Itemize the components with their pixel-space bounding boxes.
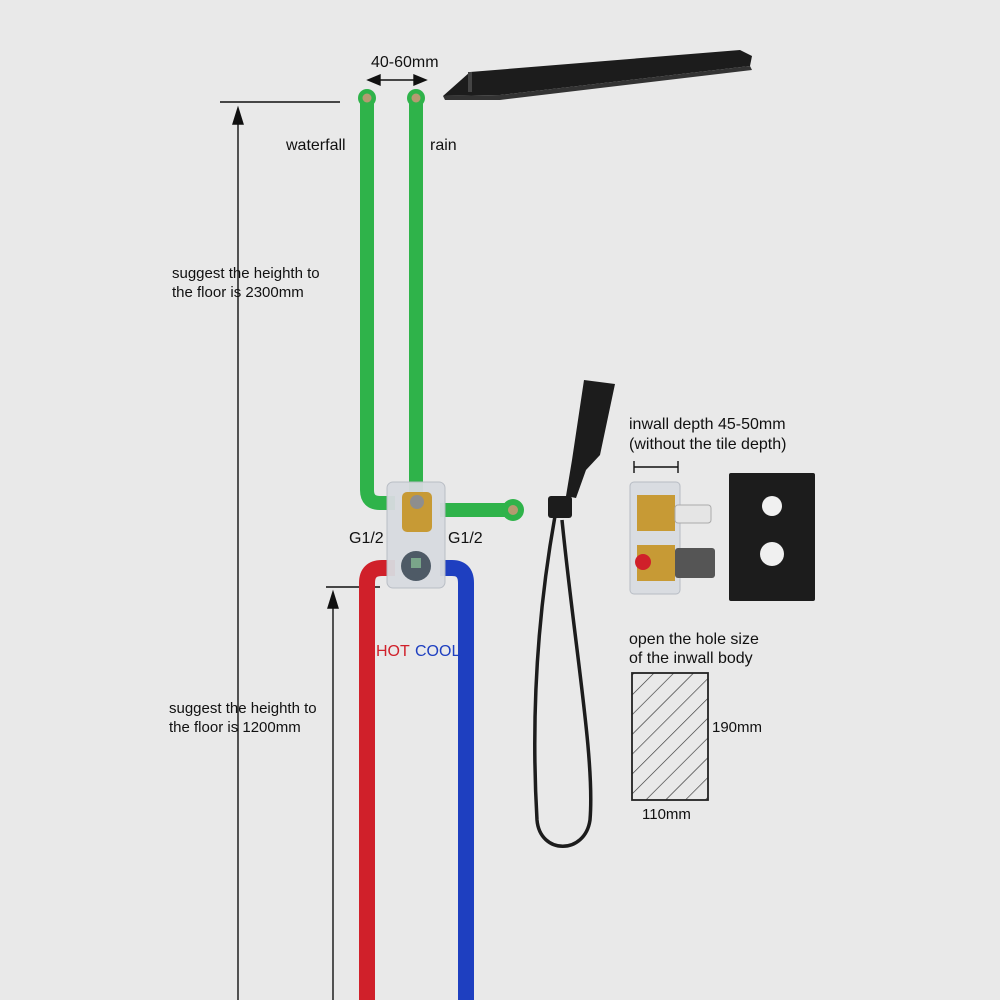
hole-height-label: 190mm	[712, 719, 763, 736]
waterfall-label: waterfall	[286, 137, 346, 154]
rain-label: rain	[430, 137, 457, 154]
spacing-label: 40-60mm	[371, 54, 439, 71]
height-1200-label-line2: the floor is 1200mm	[169, 719, 301, 736]
depth-dimension	[633, 461, 679, 473]
height-1200-label-line1: suggest the heighth to	[169, 700, 317, 717]
height-2300-dimension	[220, 101, 340, 1000]
control-plate	[729, 473, 815, 601]
hot-label: HOT	[376, 643, 410, 660]
rain-shower-head	[443, 50, 752, 100]
inwall-depth-label-line1: inwall depth 45-50mm	[629, 416, 786, 433]
cool-pipe	[440, 560, 474, 1000]
height-2300-label-line2: the floor is 2300mm	[172, 284, 304, 301]
hand-shower	[532, 380, 615, 848]
inwall-valve-body	[386, 481, 446, 589]
hole-width-label: 110mm	[642, 806, 691, 823]
green-pipes	[360, 100, 512, 517]
hole-size-label-line2: of the inwall body	[629, 650, 753, 667]
height-1200-dimension	[326, 586, 380, 1000]
g12-left-label: G1/2	[349, 530, 384, 547]
hot-pipe	[359, 560, 395, 1000]
hole-size-label-line1: open the hole size	[629, 631, 759, 648]
hole-size-diagram	[631, 672, 709, 801]
spacing-dimension	[366, 73, 428, 87]
g12-right-label: G1/2	[448, 530, 483, 547]
valve-side-view	[629, 481, 715, 595]
inwall-depth-label-line2: (without the tile depth)	[629, 436, 787, 453]
cool-label: COOL	[415, 643, 461, 660]
height-2300-label-line1: suggest the heighth to	[172, 265, 320, 282]
